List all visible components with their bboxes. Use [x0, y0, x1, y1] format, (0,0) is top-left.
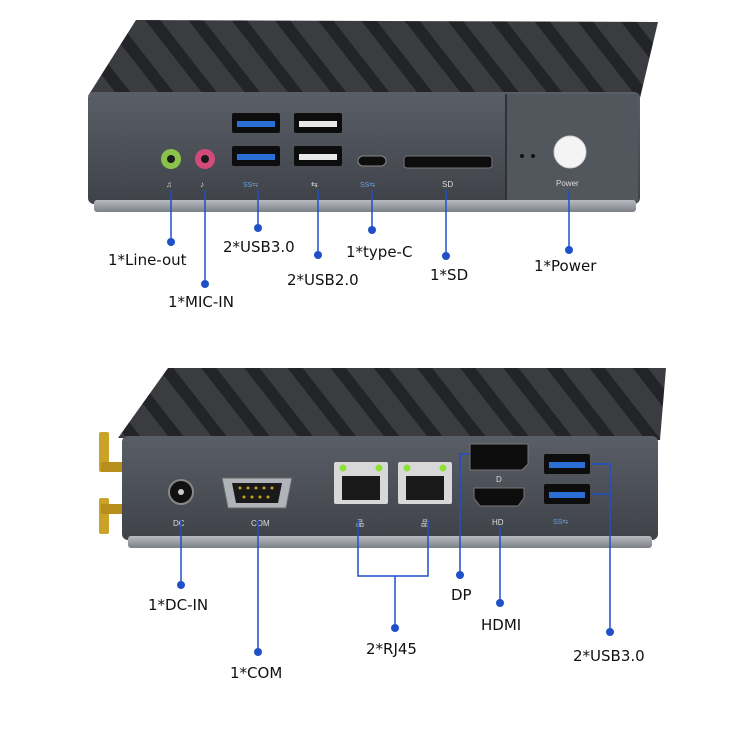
power-button — [553, 135, 587, 169]
back-callout-dots — [177, 571, 614, 656]
label-rj45: 2*RJ45 — [366, 640, 417, 658]
back-heatsink-top — [118, 368, 666, 440]
label-mic-in: 1*MIC-IN — [168, 293, 234, 311]
sd-mark: SD — [442, 180, 453, 189]
antenna-bottom — [99, 498, 109, 534]
dc-mark: DC — [173, 519, 185, 528]
label-usb30-back: 2*USB3.0 — [573, 647, 645, 665]
label-usb30-front: 2*USB3.0 — [223, 238, 295, 256]
label-sd: 1*SD — [430, 266, 468, 284]
label-power: 1*Power — [534, 257, 597, 275]
dp-mark: D — [496, 475, 502, 484]
typec-logo: SS⇆ — [360, 182, 375, 189]
com-mark: COM — [251, 519, 270, 528]
usb3-logo-back: SS⇆ — [553, 519, 568, 526]
usb2-logo: ⇆ — [311, 180, 318, 189]
dp-port — [469, 443, 529, 471]
usb3-logo-front: SS⇆ — [243, 182, 258, 189]
label-line-out: 1*Line-out — [108, 251, 187, 269]
front-base — [94, 200, 636, 212]
svg-text:品: 品 — [356, 519, 364, 528]
svg-text:♫: ♫ — [166, 180, 172, 189]
label-type-c: 1*type-C — [346, 243, 412, 261]
power-mark: Power — [556, 179, 579, 188]
type-c-port — [357, 155, 387, 167]
label-hdmi: HDMI — [481, 616, 521, 634]
label-usb20: 2*USB2.0 — [287, 271, 359, 289]
front-callout-lines — [170, 190, 570, 284]
front-callout-dots — [167, 224, 573, 288]
label-dc-in: 1*DC-IN — [148, 596, 208, 614]
front-device: ♫ ♪ SS⇆ ⇆ SS⇆ SD Power — [88, 20, 658, 212]
back-base — [128, 536, 652, 548]
label-com: 1*COM — [230, 664, 282, 682]
hd-mark: HD — [492, 518, 504, 527]
svg-text:品: 品 — [421, 519, 429, 528]
hdmi-port — [473, 487, 525, 507]
back-callout-lines — [180, 453, 611, 652]
svg-text:♪: ♪ — [200, 180, 204, 189]
label-dp: DP — [451, 586, 472, 604]
back-device: DC COM 品 品 D HD SS⇆ — [99, 368, 666, 548]
front-faceplate — [88, 92, 640, 204]
sd-slot — [403, 155, 493, 169]
front-heatsink-top — [88, 20, 658, 98]
